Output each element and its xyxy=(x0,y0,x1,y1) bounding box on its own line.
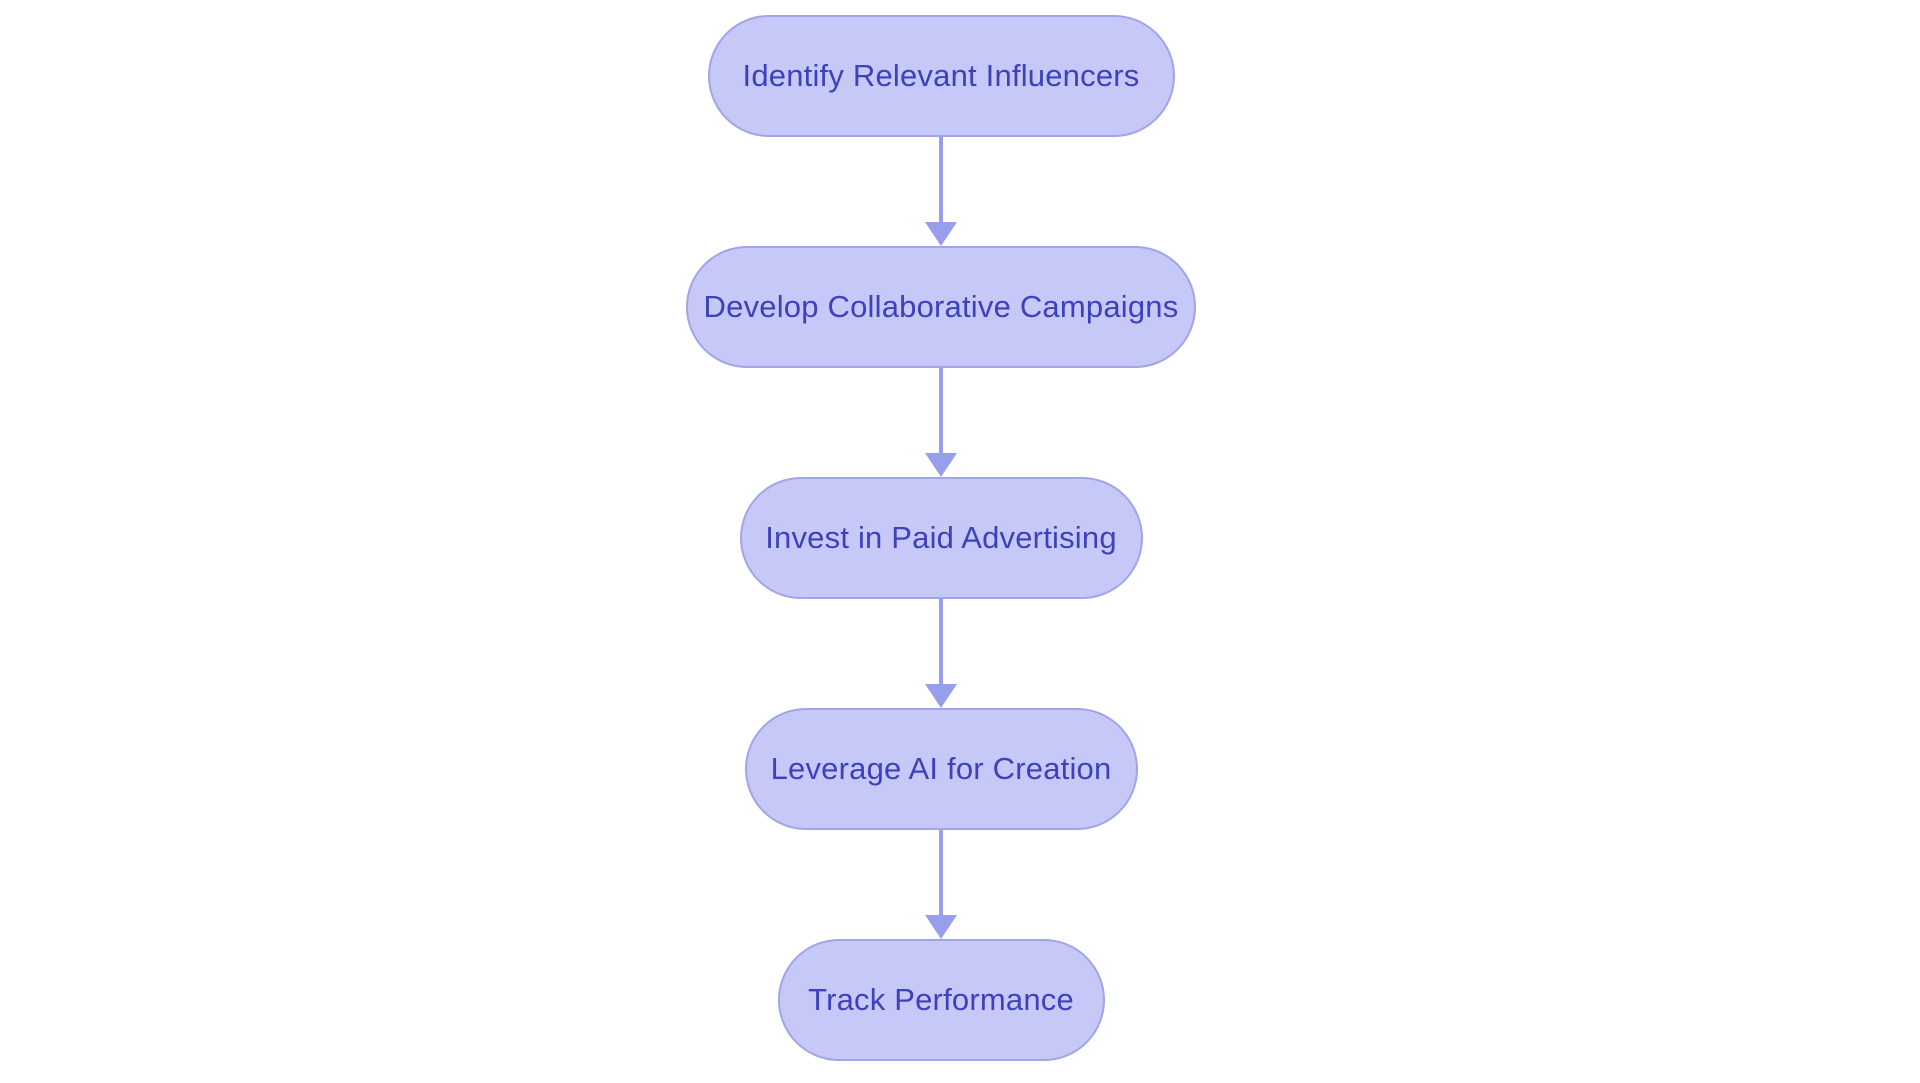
flow-node-invest-in-paid-advertising: Invest in Paid Advertising xyxy=(739,477,1143,599)
arrow-head-down-icon xyxy=(925,684,957,708)
flow-connector-1-2 xyxy=(924,137,958,246)
arrow-head-down-icon xyxy=(925,453,957,477)
flow-connector-3-4 xyxy=(924,599,958,708)
arrow-head-down-icon xyxy=(925,915,957,939)
arrow-line xyxy=(939,599,943,684)
arrow-line xyxy=(939,368,943,453)
flow-node-identify-relevant-influencers: Identify Relevant Influencers xyxy=(707,15,1175,137)
flow-connector-2-3 xyxy=(924,368,958,477)
flow-node-label: Track Performance xyxy=(808,982,1074,1017)
arrow-head-down-icon xyxy=(925,222,957,246)
arrow-line xyxy=(939,830,943,915)
flow-node-leverage-ai-for-creation: Leverage AI for Creation xyxy=(744,708,1138,830)
arrow-line xyxy=(939,137,943,222)
flow-node-label: Leverage AI for Creation xyxy=(770,751,1112,786)
flow-connector-4-5 xyxy=(924,830,958,939)
flow-node-label: Develop Collaborative Campaigns xyxy=(703,289,1179,324)
flow-node-label: Invest in Paid Advertising xyxy=(765,520,1117,555)
flow-node-develop-collaborative-campaigns: Develop Collaborative Campaigns xyxy=(686,246,1196,368)
flow-node-track-performance: Track Performance xyxy=(777,939,1105,1061)
flowchart-column: Identify Relevant Influencers Develop Co… xyxy=(686,15,1196,1061)
flow-node-label: Identify Relevant Influencers xyxy=(742,58,1140,93)
